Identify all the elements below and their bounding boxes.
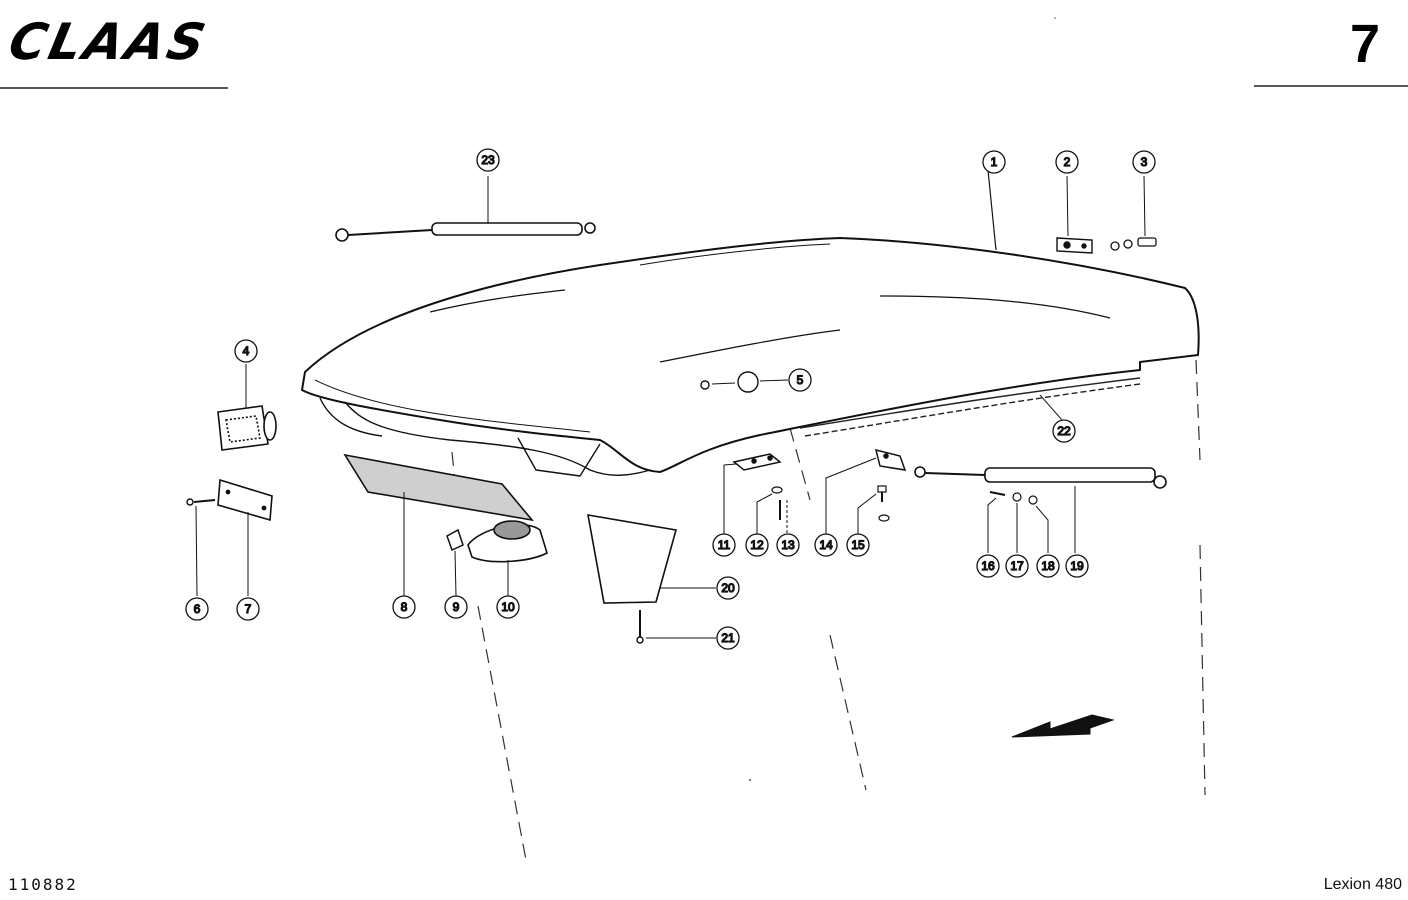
callout-4: 4: [234, 339, 258, 363]
screw-13: [779, 500, 788, 534]
callout-23: 23: [476, 148, 500, 172]
callout-21: 21: [716, 626, 740, 650]
header-rules: [0, 85, 1408, 89]
callout-label: 1: [991, 155, 998, 169]
screw: [186, 498, 216, 597]
callout-label: 3: [1141, 155, 1148, 169]
gas-strut-top: [335, 176, 596, 242]
washer-17: [1012, 492, 1022, 553]
reflector-strip: [343, 453, 535, 596]
model-name: Lexion 480: [1323, 876, 1402, 893]
bracket-plate: [587, 514, 716, 604]
callout-10: 10: [496, 595, 520, 619]
callout-8: 8: [392, 595, 416, 619]
callout-label: 2: [1064, 155, 1071, 169]
drawing-number: 110882: [8, 875, 78, 894]
callout-14: 14: [814, 533, 838, 557]
callout-label: 5: [797, 373, 804, 387]
callout-19: 19: [1065, 554, 1089, 578]
seal-strip: [799, 377, 1141, 437]
callout-label: 7: [245, 602, 252, 616]
callout-label: 18: [1041, 559, 1055, 573]
callout-15: 15: [846, 533, 870, 557]
screw-21: [636, 610, 716, 644]
scan-specks: [749, 17, 1056, 781]
callout-22: 22: [1052, 419, 1076, 443]
callout-label: 14: [819, 538, 833, 552]
assembly-guide-lines: [451, 359, 1206, 861]
callout-2: 2: [1055, 150, 1079, 174]
callout-9: 9: [444, 595, 468, 619]
callout-label: 6: [194, 602, 201, 616]
callout-13: 13: [776, 533, 800, 557]
callout-20: 20: [716, 576, 740, 600]
callout-label: 10: [501, 600, 515, 614]
gas-strut: [914, 466, 1167, 553]
latch-plate: [1056, 175, 1093, 254]
bolt-washer-nut: [1110, 175, 1157, 251]
callout-label: 16: [981, 559, 995, 573]
hood-panel: [301, 169, 1200, 477]
callout-label: 22: [1057, 424, 1071, 438]
callout-11: 11: [712, 533, 736, 557]
callout-18: 18: [1036, 554, 1060, 578]
side-lamp: [217, 364, 277, 451]
nut-18: [1028, 495, 1049, 553]
callout-label: 12: [750, 538, 764, 552]
callout-label: 11: [718, 538, 731, 552]
callout-label: 4: [243, 344, 250, 358]
page-number: 7: [1349, 14, 1380, 74]
callout-labels: 1 2 3 4 5 6 7 8 9 10 11 12 13 14 15 16 1…: [185, 148, 1156, 650]
callout-label: 8: [401, 600, 408, 614]
lamp: [467, 520, 548, 596]
callout-3: 3: [1132, 150, 1156, 174]
callout-label: 21: [721, 631, 735, 645]
callout-16: 16: [976, 554, 1000, 578]
callout-label: 23: [481, 153, 495, 167]
callout-12: 12: [745, 533, 769, 557]
plug: [700, 371, 789, 393]
bolt-16: [987, 491, 1006, 553]
callout-6: 6: [185, 597, 209, 621]
washer: [756, 486, 783, 534]
callout-label: 20: [721, 581, 735, 595]
hinge: [723, 453, 782, 534]
callout-5: 5: [788, 368, 812, 392]
callout-1: 1: [982, 150, 1006, 174]
callout-label: 13: [781, 538, 795, 552]
callout-17: 17: [1005, 554, 1029, 578]
callout-label: 15: [851, 538, 865, 552]
bracket: [825, 448, 907, 534]
callout-label: 17: [1010, 559, 1024, 573]
bolt-15: [857, 485, 890, 534]
callout-label: 9: [453, 600, 460, 614]
plate: [217, 478, 273, 596]
direction-arrow: [1011, 714, 1115, 738]
gasket: [446, 528, 464, 597]
callout-label: 19: [1070, 559, 1084, 573]
callout-7: 7: [236, 597, 260, 621]
